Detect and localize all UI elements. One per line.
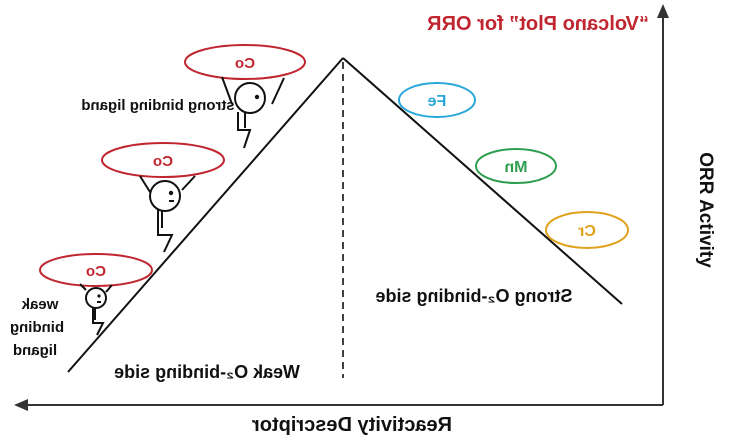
arm-left-top: [221, 76, 233, 105]
y-axis-arrow: [657, 4, 669, 18]
co-ellipse-bottom: [39, 253, 153, 287]
metal-cr: Cr: [545, 211, 629, 249]
head-middle: [149, 180, 181, 212]
plot-title: “Volcano Plot” for ORR: [427, 13, 649, 35]
weak-label: weak: [21, 296, 59, 313]
volcano-left-slope: [67, 57, 344, 373]
weak-binding-side-label: Weak O₂-binding side: [114, 362, 300, 382]
eye-middle: [168, 190, 174, 196]
volcano-right-slope: [342, 57, 623, 305]
x-axis-label: Reactivity Descriptor: [252, 414, 452, 436]
strong-binding-side-label: Strong O₂-binding side: [376, 286, 573, 306]
fe-ellipse: [398, 82, 476, 118]
y-axis-label: ORR Activity: [695, 152, 716, 268]
climber-bottom: [39, 253, 153, 336]
eye-bottom: [97, 294, 101, 298]
x-axis-arrow: [14, 399, 28, 411]
co-label-middle: Co: [153, 153, 173, 170]
head-top: [234, 82, 266, 114]
leg-middle: [157, 210, 174, 253]
metal-fe: Fe: [398, 82, 476, 118]
co-ellipse-top: [184, 44, 306, 80]
climber-middle: [101, 142, 225, 253]
co-label-top: Co: [235, 55, 255, 72]
leg-top: [237, 112, 252, 149]
arm-left-middle: [139, 175, 151, 193]
cr-ellipse: [545, 211, 629, 249]
axes: [14, 4, 669, 411]
cr-label: Cr: [578, 223, 596, 240]
head-bottom: [85, 287, 107, 309]
co-ellipse-middle: [101, 142, 225, 178]
volcano-curve: [67, 57, 623, 378]
eye-top: [254, 94, 260, 100]
strong-binding-ligand-label: strong binding ligand: [81, 97, 234, 114]
co-label-bottom: Co: [86, 263, 106, 280]
mn-label: Mn: [504, 159, 527, 176]
arm-right-top: [271, 77, 285, 105]
climber-top: [184, 44, 306, 149]
arm-right-middle: [181, 175, 196, 191]
ligand-label: ligand: [13, 342, 57, 359]
fe-label: Fe: [428, 93, 447, 110]
arm-right-bottom: [105, 284, 113, 293]
mn-ellipse: [475, 148, 557, 184]
metal-mn: Mn: [475, 148, 557, 184]
binding-label: binding: [10, 319, 64, 336]
leg-bottom: [92, 308, 105, 336]
arm-left-bottom: [79, 283, 87, 291]
